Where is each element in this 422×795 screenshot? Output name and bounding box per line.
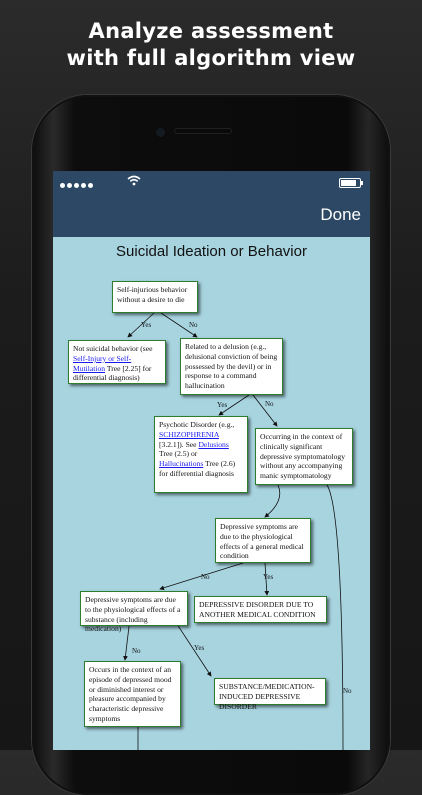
node-text-post: Tree (2.6) for differential diagnosis <box>159 459 236 478</box>
status-bar <box>53 171 370 193</box>
edge-label-no: No <box>201 573 210 581</box>
phone-screen: Done Suicidal Ideation or Behavior Self-… <box>53 171 370 750</box>
node-depressive-symptomatology-context[interactable]: Occurring in the context of clinically s… <box>255 428 353 485</box>
node-text: Self-injurious behavior without a desire… <box>117 285 188 304</box>
node-text-mid1: [3.2.1]). See <box>159 439 199 449</box>
node-not-suicidal-behavior[interactable]: Not suicidal behavior (see Self-Injury o… <box>68 340 166 384</box>
node-related-to-delusion[interactable]: Related to a delusion (e.g., delusional … <box>180 338 283 395</box>
edge-label-no: No <box>132 647 141 655</box>
promo-line-1: Analyze assessment <box>88 19 334 43</box>
node-psychotic-disorder[interactable]: Psychotic Disorder (e.g., SCHIZOPHRENIA … <box>154 416 248 493</box>
node-text-pre: Psychotic Disorder (e.g., <box>159 420 235 429</box>
link-self-injury-tree[interactable]: Self-Injury or Self-Mutilation <box>73 353 132 373</box>
wifi-icon <box>127 175 141 186</box>
link-schizophrenia[interactable]: SCHIZOPHRENIA <box>159 429 219 439</box>
node-text: SUBSTANCE/MEDICATION-INDUCED DEPRESSIVE … <box>219 682 315 711</box>
diagram-title: Suicidal Ideation or Behavior <box>116 243 307 260</box>
node-text: Occurring in the context of clinically s… <box>260 432 345 481</box>
signal-dots-icon <box>60 179 95 191</box>
edge-label-yes: Yes <box>263 573 274 581</box>
node-text-mid2: Tree (2.5) or <box>159 449 198 459</box>
battery-icon <box>339 178 363 188</box>
promo-headline: Analyze assessment with full algorithm v… <box>0 18 422 72</box>
done-button[interactable]: Done <box>320 205 361 224</box>
front-camera <box>156 128 165 137</box>
node-self-injurious-behavior[interactable]: Self-injurious behavior without a desire… <box>112 281 198 313</box>
link-delusions-tree[interactable]: Delusions <box>198 439 229 449</box>
edge-label-no: No <box>343 687 352 695</box>
node-text: Depressive symptoms are due to the physi… <box>220 522 304 561</box>
node-text: Depressive symptoms are due to the physi… <box>85 595 181 634</box>
node-general-medical-condition[interactable]: Depressive symptoms are due to the physi… <box>215 518 311 563</box>
node-text-pre: Not suicidal behavior (see <box>73 344 153 353</box>
nav-bar: Done <box>53 193 370 237</box>
node-text: Occurs in the context of an episode of d… <box>89 665 172 723</box>
flow-connectors <box>123 312 344 750</box>
edge-label-no: No <box>265 400 274 408</box>
edge-label-yes: Yes <box>194 644 205 652</box>
node-depressed-mood-episode[interactable]: Occurs in the context of an episode of d… <box>84 661 181 727</box>
edge-label-yes: Yes <box>217 401 228 409</box>
node-text-post: Tree [2.25] for differential diagnosis) <box>73 363 152 383</box>
earpiece-speaker <box>174 128 232 134</box>
battery-fill <box>341 180 356 186</box>
node-text: DEPRESSIVE DISORDER DUE TO ANOTHER MEDIC… <box>199 600 316 619</box>
node-depressive-disorder-medical[interactable]: DEPRESSIVE DISORDER DUE TO ANOTHER MEDIC… <box>194 596 327 623</box>
edge-label-yes: Yes <box>141 321 152 329</box>
link-hallucinations-tree[interactable]: Hallucinations <box>159 459 204 469</box>
promo-line-2: with full algorithm view <box>66 46 356 70</box>
edge-label-no: No <box>189 321 198 329</box>
node-substance-effects[interactable]: Depressive symptoms are due to the physi… <box>80 591 188 633</box>
node-text: Related to a delusion (e.g., delusional … <box>185 342 278 391</box>
node-substance-induced-depressive-disorder[interactable]: SUBSTANCE/MEDICATION-INDUCED DEPRESSIVE … <box>214 678 326 711</box>
